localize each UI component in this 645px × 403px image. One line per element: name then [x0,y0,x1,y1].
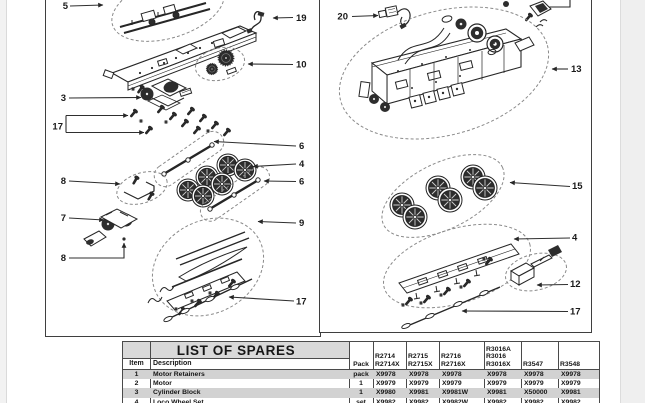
row-item: 2 [134,380,139,388]
col-header-r2716: R2716 R2716X [439,342,484,369]
row-value: X9979 [487,380,507,388]
row-value: X9978 [524,371,544,378]
row-value: X9982W [442,398,469,403]
col-header-r2714: R2714 R2714X [373,342,406,369]
model-code: R2715 [408,353,429,361]
model-code: R2716 [441,353,462,361]
model-code: R3547 [523,360,544,368]
row-value: X9981W [442,389,469,397]
model-code: R2715X [408,360,433,368]
row-pack: 1 [359,389,363,397]
row-value: X9979 [561,380,581,388]
row-pack: pack [353,371,369,378]
table-row-1: 1 Motor Retainers pack X9978 X9978 X9978… [123,370,599,380]
row-value: X9978 [487,371,507,378]
row-value: X50000 [524,389,548,397]
right-diagram-panel [319,0,592,333]
spares-table: LIST OF SPARES Item Description Pack R27… [122,341,600,403]
row-value: X9978 [409,371,429,378]
col-header-r2715: R2715 R2715X [406,342,439,369]
col-header-pack: Pack [349,342,373,369]
col-header-r3016: R3016A R3016 R3016X [484,342,521,369]
model-code: R3548 [560,360,581,368]
model-code: R2714X [375,360,400,368]
table-row-3: 3 Cylinder Block 1 X9980 X9981 X9981W X9… [123,388,599,398]
col-header-r3547: R3547 [521,342,558,369]
row-value: X9982 [376,398,396,403]
row-value: X9979 [376,380,396,388]
page-edge-right [620,0,645,403]
row-value: X9982 [487,398,507,403]
left-diagram-panel [45,0,321,337]
model-code: R3016 [486,353,507,361]
row-value: X9978 [442,371,462,378]
row-value: X9981 [561,389,581,397]
table-row-4: 4 Loco Wheel Set set X9982 X9982 X9982W … [123,398,599,403]
header-divider [123,369,599,370]
row-item: 3 [134,389,139,397]
row-item: 1 [134,371,139,378]
model-code: R3016X [486,360,511,368]
row-value: X9980 [376,389,396,397]
row-value: X9978 [561,371,581,378]
row-value: X9978 [376,371,396,378]
row-pack: 1 [359,380,363,388]
row-value: X9979 [524,380,544,388]
row-value: X9982 [561,398,581,403]
table-title: LIST OF SPARES [123,342,349,359]
row-item: 4 [134,398,139,403]
col-header-description: Description [153,360,192,367]
row-value: X9981 [409,389,429,397]
pack-label: Pack [353,360,369,368]
row-description: Cylinder Block [153,389,201,397]
col-header-r3548: R3548 [558,342,599,369]
col-header-item: Item [129,360,144,367]
model-code: R2716X [441,360,466,368]
row-description: Motor [153,380,172,388]
row-value: X9979 [442,380,462,388]
row-value: X9982 [524,398,544,403]
row-value: X9979 [409,380,429,388]
model-code: R3016A [486,345,511,353]
page-edge-left [0,0,7,403]
row-pack: set [356,398,366,403]
row-value: X9982 [409,398,429,403]
row-value: X9981 [487,389,507,397]
table-row-2: 2 Motor 1 X9979 X9979 X9979 X9979 X9979 … [123,379,599,388]
model-code: R2714 [375,353,396,361]
row-description: Loco Wheel Set [153,398,204,403]
row-description: Motor Retainers [153,371,205,378]
